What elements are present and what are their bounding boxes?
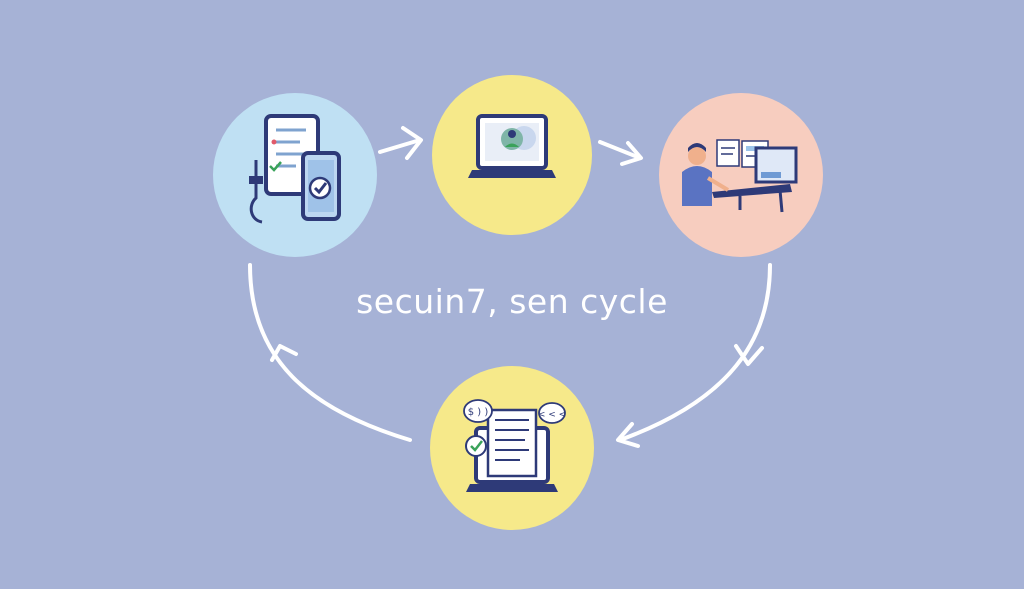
tablet-phone-checklist-icon bbox=[249, 114, 341, 224]
bubble-left-text: $ ) ) bbox=[468, 407, 489, 418]
bubble-right-text: < < < bbox=[538, 410, 566, 420]
chat-bubble-right: < < < bbox=[538, 402, 566, 424]
node-laptop bbox=[432, 75, 592, 235]
node-document: $ ) ) < < < bbox=[430, 366, 594, 530]
diagram-title: secuin7, sen cycle bbox=[356, 282, 668, 321]
arrow-workstation-to-document bbox=[616, 263, 772, 448]
arrow-devices-to-laptop bbox=[378, 126, 423, 160]
arrow-document-to-devices bbox=[248, 263, 412, 442]
laptop-user-icon bbox=[468, 114, 556, 178]
person-at-computer-icon bbox=[682, 139, 798, 213]
node-devices bbox=[213, 93, 377, 257]
node-workstation bbox=[659, 93, 823, 257]
chat-bubble-left: $ ) ) bbox=[463, 399, 493, 423]
document-chat-icon: $ ) ) < < < bbox=[463, 399, 566, 492]
arrow-laptop-to-workstation bbox=[598, 140, 643, 166]
